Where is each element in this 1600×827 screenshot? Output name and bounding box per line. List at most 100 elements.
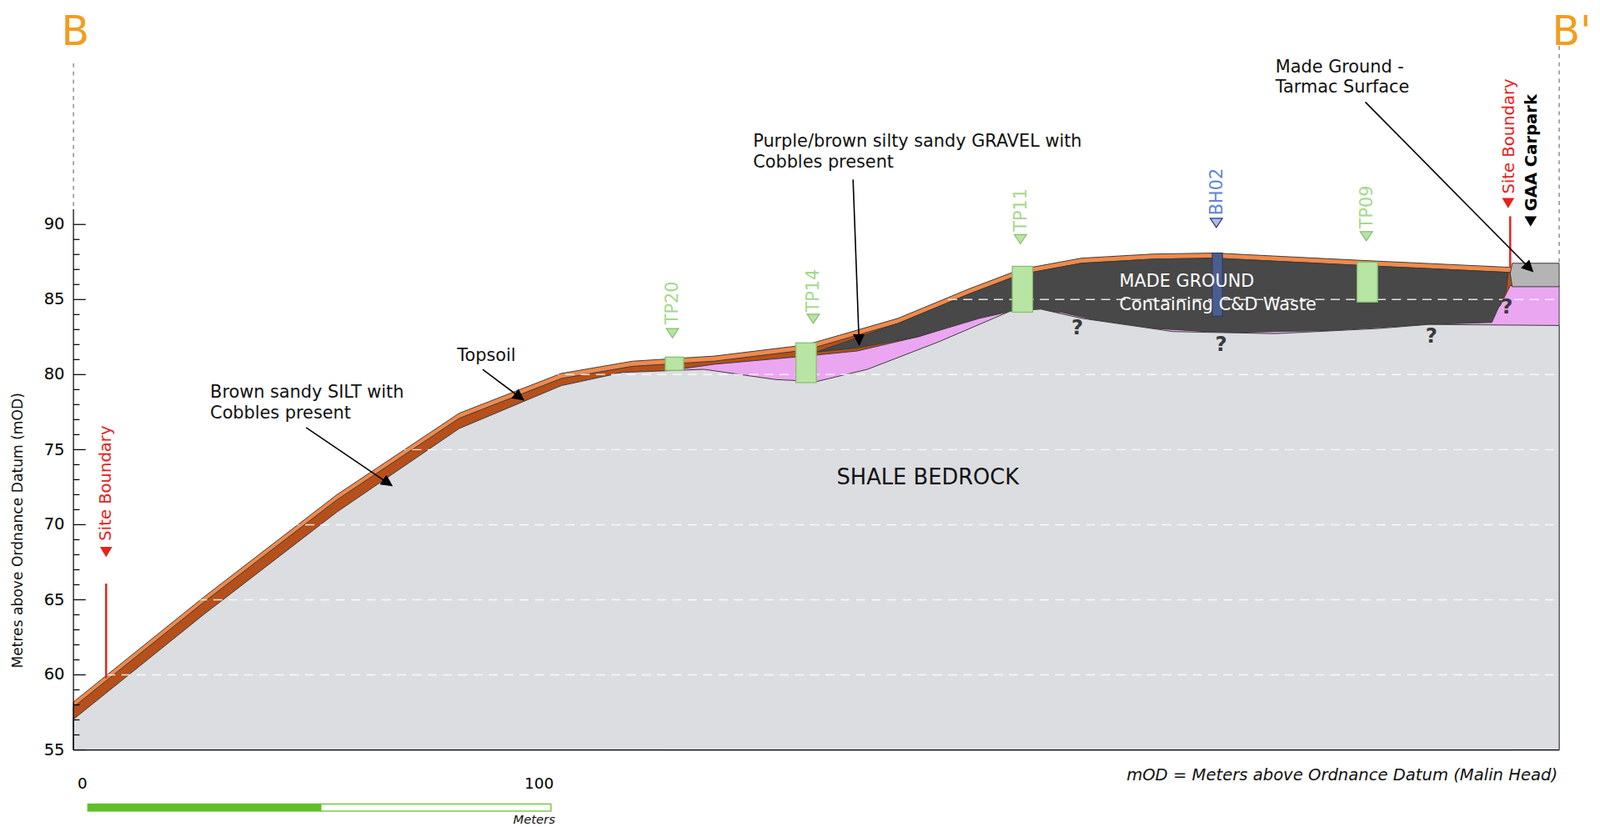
layer-label: Topsoil (456, 345, 516, 367)
borehole-log (665, 356, 684, 371)
borehole-log (796, 342, 817, 383)
location-id: TP14 (802, 269, 823, 313)
region-label: Containing C&D Waste (1119, 292, 1317, 316)
location-id: TP20 (661, 280, 683, 325)
scale-value: 0 (77, 774, 88, 793)
axis-tick (73, 224, 86, 226)
gridline (75, 674, 1560, 676)
location-marker (807, 314, 820, 324)
boundary-label: Site Boundary (1499, 78, 1519, 194)
borehole-log (1012, 265, 1033, 312)
axis-value: 60 (44, 664, 66, 684)
axis-tick (73, 644, 80, 646)
axis-tick (73, 254, 80, 256)
axis-tick (73, 494, 80, 496)
axis-tick (73, 749, 86, 751)
bedrock-layer (73, 309, 1560, 751)
made-ground-region: MADE GROUNDContaining C&D Waste (1119, 269, 1317, 316)
location-id: TP11 (1010, 188, 1032, 232)
axis-tick (73, 599, 86, 601)
scale-value: 100 (524, 774, 554, 793)
axis-value: 90 (44, 214, 66, 234)
uncertainty-mark: ? (1071, 315, 1084, 340)
scale-bar (87, 803, 552, 812)
axis-tick (73, 419, 80, 421)
axis-tick (73, 464, 80, 466)
axis-value: 70 (44, 514, 66, 534)
axis-tick (73, 509, 80, 511)
axis-title: Metres above Ordnance Datum (mOD) (9, 392, 27, 668)
axis-tick (73, 344, 80, 346)
section-line (73, 63, 75, 210)
axis-tick (73, 479, 80, 481)
region-label: MADE GROUND (1119, 269, 1317, 293)
layer-label: Purple/brown silty sandy GRAVEL with Cob… (752, 130, 1090, 173)
leader-arrow (482, 369, 524, 401)
location-marker (1209, 218, 1223, 228)
axis-tick (73, 539, 80, 541)
axis-value: 55 (44, 739, 66, 759)
axis-tick (73, 329, 80, 331)
boundary-marker (1502, 197, 1515, 208)
leader-arrow (852, 179, 859, 345)
scale-unit: Meters (513, 812, 556, 827)
bedrock-region: SHALE BEDROCK (837, 463, 1020, 493)
axis-tick (73, 314, 80, 316)
boundary-line (1509, 215, 1511, 267)
axis-tick (73, 659, 80, 661)
axis-tick (73, 404, 80, 406)
location-marker (666, 328, 679, 338)
axis-value: 85 (44, 288, 66, 308)
axis-value: 75 (44, 439, 66, 459)
axis-tick (73, 239, 80, 241)
x-axis (73, 749, 1560, 751)
gridline (75, 449, 1560, 451)
axis-tick (73, 299, 86, 301)
axis-tick (73, 524, 86, 526)
axis-value: 80 (44, 364, 66, 384)
axis-tick (73, 374, 86, 376)
axis-tick (73, 614, 80, 616)
location-id: BH02 (1206, 168, 1228, 216)
gridline (75, 524, 1560, 526)
borehole-log (1357, 262, 1378, 303)
section-letter: B (60, 5, 90, 56)
axis-tick (73, 569, 80, 571)
axis-tick (73, 359, 80, 361)
boundary-marker (100, 546, 113, 557)
datum-note: mOD = Meters above Ordnance Datum (Malin… (1126, 765, 1558, 785)
axis-tick (73, 734, 80, 736)
axis-tick (73, 389, 80, 391)
axis-value: 65 (44, 589, 66, 609)
gridline (75, 374, 1560, 376)
location-id: TP09 (1355, 185, 1377, 229)
section-line (1558, 45, 1560, 264)
axis-tick (73, 629, 80, 631)
axis-tick (73, 674, 86, 676)
location-marker (1014, 234, 1028, 244)
layer-label: Brown sandy SILT with Cobbles present (210, 381, 440, 424)
axis-tick (73, 434, 80, 436)
carpark-marker (1524, 215, 1537, 226)
uncertainty-mark: ? (1215, 331, 1228, 357)
axis-tick (73, 704, 80, 706)
scale-bar (87, 803, 322, 812)
layer-label: Made Ground - Tarmac Surface (1275, 55, 1440, 98)
uncertainty-mark: ? (1425, 323, 1438, 348)
region-label: SHALE BEDROCK (837, 463, 1020, 493)
axis-tick (73, 284, 80, 286)
axis-tick (73, 584, 80, 586)
gridline (75, 599, 1560, 601)
axis-tick (73, 269, 80, 271)
boundary-label: Site Boundary (95, 426, 116, 542)
boundary-line (105, 583, 107, 679)
place-label: GAA Carpark (1521, 94, 1541, 211)
axis-tick (73, 449, 86, 451)
axis-tick (73, 689, 80, 691)
leader-arrow (305, 427, 392, 487)
axis-tick (73, 554, 80, 556)
location-marker (1359, 231, 1373, 241)
uncertainty-mark: ? (1500, 293, 1513, 318)
section-letter: B' (1551, 5, 1591, 56)
axis-tick (73, 719, 80, 721)
